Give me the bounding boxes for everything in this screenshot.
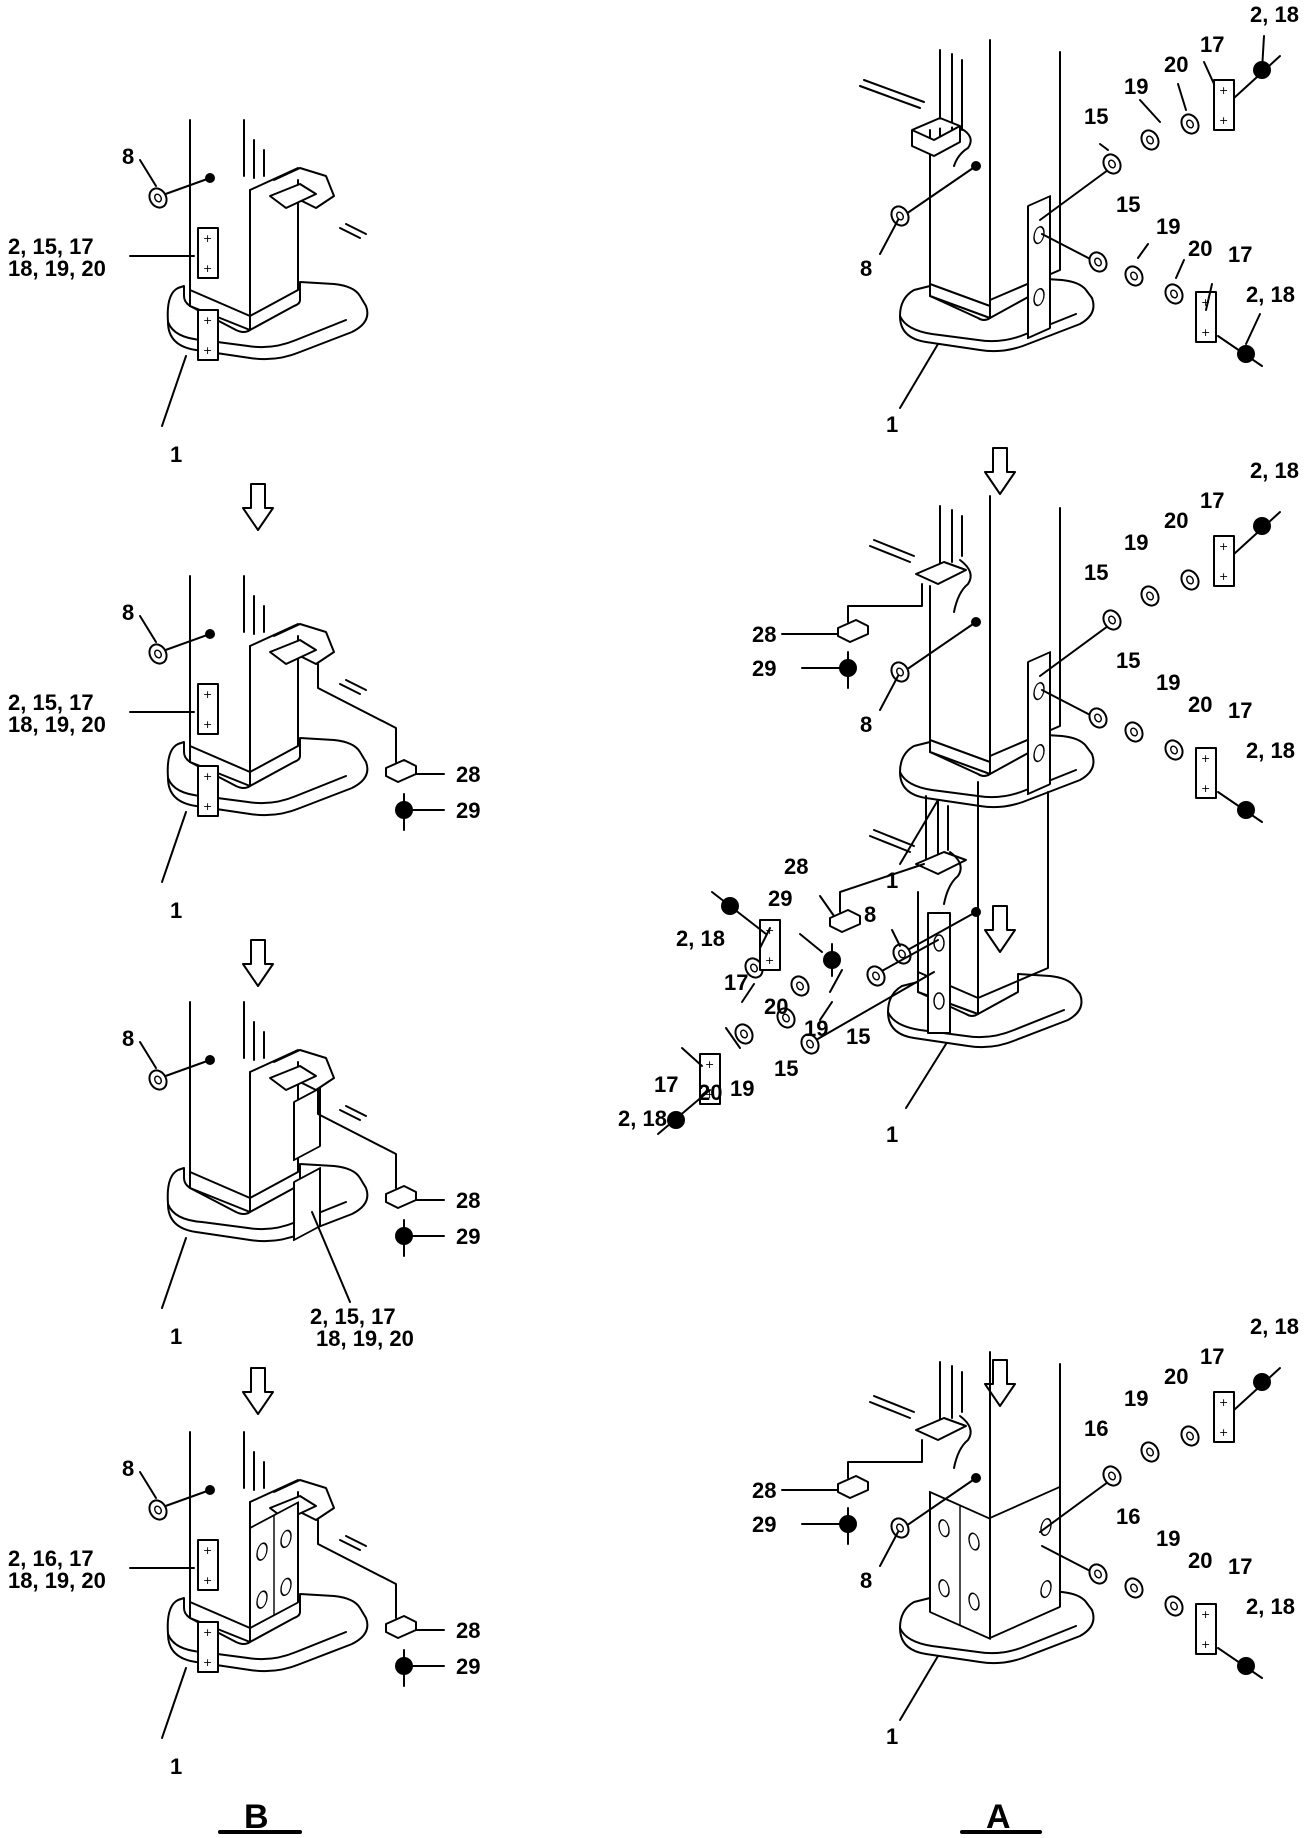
callout-2-18: 2, 18 — [618, 1106, 667, 1131]
callout-8: 8 — [860, 712, 872, 737]
column-a: 2, 18 17 20 19 15 15 19 20 17 2, 18 8 1 — [618, 2, 1299, 1836]
callout-28: 28 — [752, 1478, 776, 1503]
callout-15: 15 — [1084, 104, 1108, 129]
column-b: 8 2, 15, 17 18, 19, 20 1 — [8, 119, 480, 1836]
column-b-title: B — [244, 1798, 269, 1836]
callout-8: 8 — [122, 144, 134, 169]
callout-20: 20 — [1188, 692, 1212, 717]
callout-20: 20 — [1164, 52, 1188, 77]
panel-b4: 8 2, 16, 17 18, 19, 20 28 29 1 — [8, 1431, 480, 1779]
callout-2-16-17: 2, 16, 17 — [8, 1546, 94, 1571]
callout-16: 16 — [1116, 1504, 1140, 1529]
callout-1: 1 — [170, 1754, 182, 1779]
callout-1: 1 — [886, 868, 898, 893]
callout-17: 17 — [1200, 488, 1224, 513]
column-a-title: A — [986, 1798, 1011, 1836]
callout-18-19-20: 18, 19, 20 — [8, 1568, 106, 1593]
callout-8: 8 — [122, 1456, 134, 1481]
callout-2-18: 2, 18 — [676, 926, 725, 951]
callout-29: 29 — [768, 886, 792, 911]
callout-29: 29 — [752, 656, 776, 681]
panel-b3: 8 28 29 1 2, 15, 17 18, 19, 20 — [122, 1001, 480, 1351]
callout-28: 28 — [456, 762, 480, 787]
callout-2-18: 2, 18 — [1246, 738, 1295, 763]
callout-20: 20 — [1188, 1548, 1212, 1573]
callout-1: 1 — [886, 1724, 898, 1749]
callout-17: 17 — [1228, 242, 1252, 267]
panel-a4: 2, 18 17 20 19 16 16 19 20 17 2, 18 28 2… — [752, 1314, 1299, 1749]
callout-29: 29 — [456, 798, 480, 823]
callout-20: 20 — [1188, 236, 1212, 261]
callout-18-19-20: 18, 19, 20 — [316, 1326, 414, 1351]
callout-19: 19 — [1156, 670, 1180, 695]
callout-17: 17 — [1228, 698, 1252, 723]
callout-2-15-17: 2, 15, 17 — [310, 1304, 396, 1329]
callout-19: 19 — [1124, 74, 1148, 99]
callout-1: 1 — [886, 412, 898, 437]
panel-b1: 8 2, 15, 17 18, 19, 20 1 — [8, 119, 369, 467]
callout-18-19-20: 18, 19, 20 — [8, 712, 106, 737]
callout-17: 17 — [1200, 32, 1224, 57]
callout-19: 19 — [1124, 530, 1148, 555]
callout-1: 1 — [170, 1324, 182, 1349]
callout-2-18: 2, 18 — [1250, 458, 1299, 483]
down-arrow-a1 — [984, 447, 1016, 495]
callout-1: 1 — [170, 442, 182, 467]
callout-2-18: 2, 18 — [1250, 1314, 1299, 1339]
callout-20: 20 — [1164, 1364, 1188, 1389]
callout-8: 8 — [122, 600, 134, 625]
down-arrow-b3 — [242, 1367, 274, 1415]
callout-8: 8 — [864, 902, 876, 927]
callout-17: 17 — [1200, 1344, 1224, 1369]
callout-29: 29 — [456, 1224, 480, 1249]
callout-19: 19 — [730, 1076, 754, 1101]
panel-b2: 8 2, 15, 17 18, 19, 20 28 29 1 — [8, 575, 480, 923]
callout-19: 19 — [1124, 1386, 1148, 1411]
callout-29: 29 — [456, 1654, 480, 1679]
callout-1: 1 — [170, 898, 182, 923]
callout-15: 15 — [1084, 560, 1108, 585]
callout-28: 28 — [456, 1618, 480, 1643]
callout-20: 20 — [698, 1080, 722, 1105]
callout-16: 16 — [1084, 1416, 1108, 1441]
callout-8: 8 — [122, 1026, 134, 1051]
callout-17: 17 — [654, 1072, 678, 1097]
panel-a3: 28 29 8 2, 18 17 20 19 15 15 19 20 17 2,… — [618, 781, 1083, 1147]
callout-20: 20 — [764, 994, 788, 1019]
callout-19: 19 — [1156, 1526, 1180, 1551]
panel-a1: 2, 18 17 20 19 15 15 19 20 17 2, 18 8 1 — [859, 2, 1299, 437]
callout-15: 15 — [774, 1056, 798, 1081]
callout-28: 28 — [752, 622, 776, 647]
callout-2-15-17: 2, 15, 17 — [8, 690, 94, 715]
down-arrow-a2 — [984, 905, 1016, 953]
callout-15: 15 — [1116, 648, 1140, 673]
callout-17: 17 — [1228, 1554, 1252, 1579]
down-arrow-b2 — [242, 939, 274, 987]
callout-18-19-20: 18, 19, 20 — [8, 256, 106, 281]
callout-29: 29 — [752, 1512, 776, 1537]
callout-8: 8 — [860, 256, 872, 281]
callout-1: 1 — [886, 1122, 898, 1147]
down-arrow-b1 — [242, 483, 274, 531]
callout-8: 8 — [860, 1568, 872, 1593]
callout-15: 15 — [1116, 192, 1140, 217]
callout-19: 19 — [1156, 214, 1180, 239]
callout-2-18: 2, 18 — [1246, 282, 1295, 307]
callout-19: 19 — [804, 1016, 828, 1041]
callout-2-18: 2, 18 — [1250, 2, 1299, 27]
callout-15: 15 — [846, 1024, 870, 1049]
callout-2-18: 2, 18 — [1246, 1594, 1295, 1619]
callout-17: 17 — [724, 970, 748, 995]
callout-20: 20 — [1164, 508, 1188, 533]
callout-2-15-17: 2, 15, 17 — [8, 234, 94, 259]
callout-28: 28 — [784, 854, 808, 879]
callout-28: 28 — [456, 1188, 480, 1213]
panel-a2: 2, 18 17 20 19 15 15 19 20 17 2, 18 28 2… — [752, 458, 1299, 893]
